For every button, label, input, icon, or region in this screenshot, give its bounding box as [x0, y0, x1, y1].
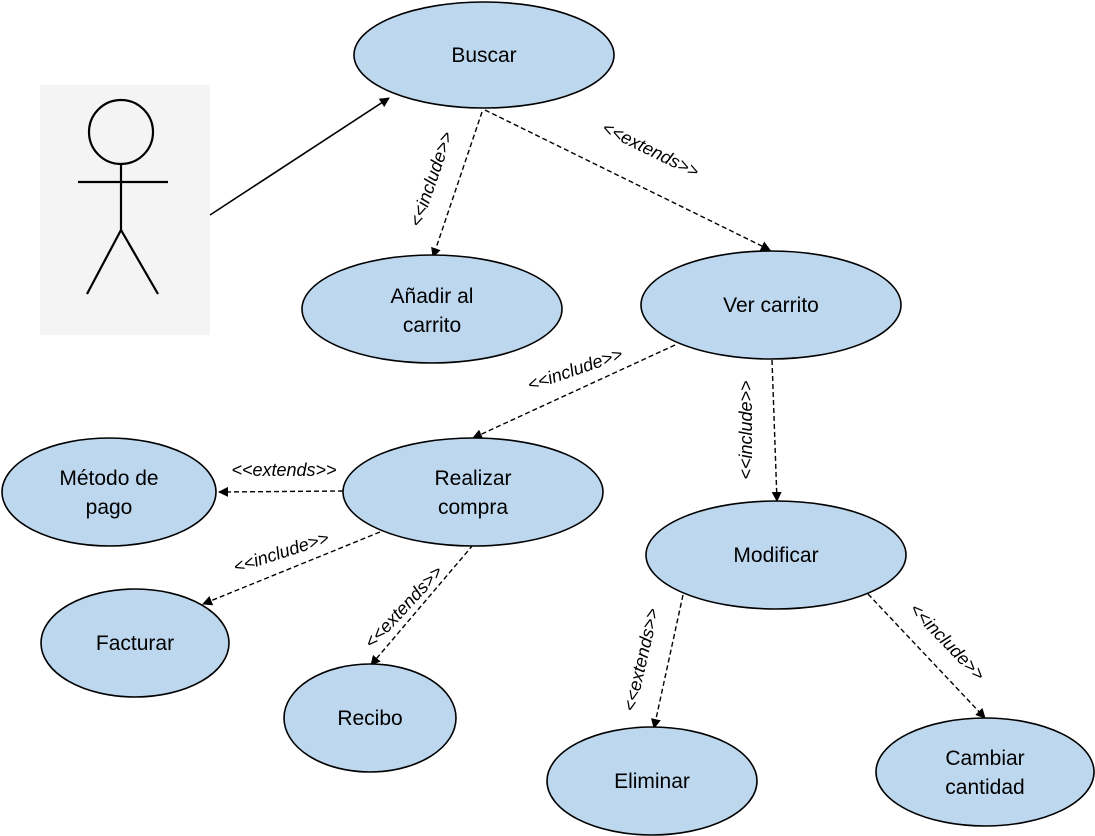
dep-modificar-cambiar: [867, 593, 986, 719]
use-case-modificar[interactable]: Modificar: [645, 500, 907, 610]
dep-buscar-anadir: [431, 111, 483, 258]
label-realizar-recibo: <<extends>>: [360, 562, 446, 653]
use-case-eliminar[interactable]: Eliminar: [546, 726, 758, 836]
use-case-cambiar-cantidad[interactable]: Cambiar cantidad: [875, 717, 1095, 827]
use-case-label: carrito: [403, 314, 461, 337]
dep-realizar-metodo: [218, 486, 344, 497]
label-buscar-anadir: <<include>>: [406, 129, 457, 229]
use-case-buscar[interactable]: Buscar: [353, 1, 615, 109]
use-case-label: Recibo: [337, 707, 402, 730]
use-case-label: Cambiar: [945, 747, 1024, 770]
use-case-ver-carrito[interactable]: Ver carrito: [640, 250, 902, 360]
use-case-label: compra: [438, 496, 508, 519]
use-case-label: cantidad: [945, 776, 1024, 799]
actor-right-leg: [120, 229, 159, 295]
association-actor-buscar: [209, 97, 390, 216]
actor-left-leg: [86, 229, 122, 295]
dep-realizar-recibo: [370, 544, 474, 666]
dep-ver-realizar: [472, 344, 676, 439]
label-buscar-ver-carrito: <<extends>>: [599, 118, 702, 182]
label-realizar-facturar: <<include>>: [231, 527, 331, 577]
use-case-label: Método de: [59, 467, 158, 490]
use-case-label: Buscar: [451, 44, 516, 67]
label-realizar-metodo: <<extends>>: [231, 460, 336, 480]
use-case-anadir-al-carrito[interactable]: Añadir al carrito: [301, 254, 563, 364]
label-ver-realizar: <<include>>: [525, 344, 625, 395]
label-ver-modificar: <<include>>: [736, 380, 756, 479]
use-case-label: Realizar: [434, 467, 511, 490]
use-case-recibo[interactable]: Recibo: [283, 663, 457, 773]
use-case-facturar[interactable]: Facturar: [40, 588, 230, 698]
dep-buscar-ver-carrito: [484, 109, 771, 251]
actor-figure: [40, 85, 210, 335]
label-modificar-cambiar: <<include>>: [906, 599, 989, 684]
use-case-label: Eliminar: [614, 770, 690, 793]
use-case-metodo-de-pago[interactable]: Método de pago: [1, 437, 217, 547]
use-case-label: Ver carrito: [723, 294, 819, 317]
use-case-label: Añadir al: [391, 285, 474, 308]
dep-modificar-eliminar: [651, 594, 684, 729]
use-case-label: pago: [86, 496, 133, 519]
use-case-label: Modificar: [733, 544, 818, 567]
use-case-label: Facturar: [96, 632, 174, 655]
label-modificar-eliminar: <<extends>>: [620, 606, 663, 713]
use-case-realizar-compra[interactable]: Realizar compra: [342, 437, 604, 547]
dep-ver-modificar: [771, 359, 782, 502]
